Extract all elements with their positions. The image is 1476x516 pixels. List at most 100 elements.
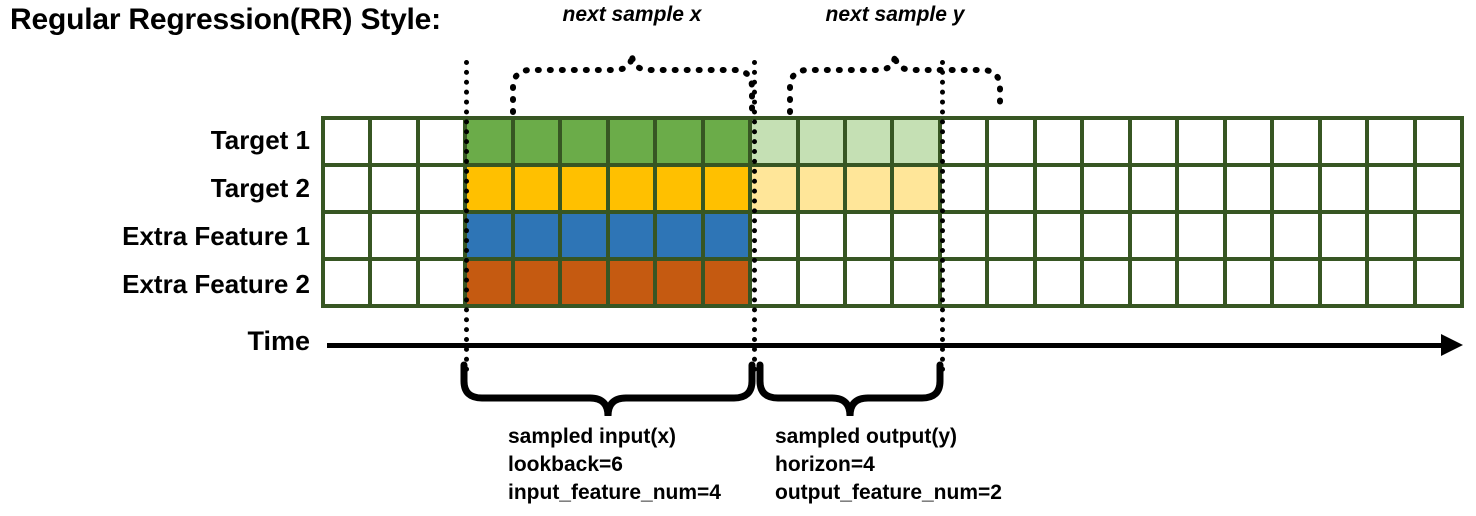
- grid-cell-r3-c2: [372, 214, 416, 257]
- grid-cell-r3-c11: [799, 214, 844, 257]
- row-label-extra-feature-1: Extra Feature 1: [122, 221, 310, 251]
- grid-cell-r4-c12: [847, 261, 891, 304]
- grid-cell-r3-c14: [941, 214, 986, 257]
- grid-cell-r4-c17: [1084, 261, 1128, 304]
- grid-cell-r4-c2: [372, 261, 416, 304]
- grid-cell-r3-c15: [989, 214, 1033, 257]
- grid-cell-r4-c9: [704, 261, 749, 304]
- row-label-target-1: Target 1: [210, 125, 310, 155]
- grid-cell-r3-c12: [847, 214, 891, 257]
- grid-cell-r4-c13: [894, 261, 938, 304]
- grid-cell-r1-c1: [325, 120, 369, 163]
- row-label-extra-feature-2: Extra Feature 2: [122, 269, 310, 299]
- grid-cell-r3-c17: [1084, 214, 1128, 257]
- grid-cell-r1-c22: [1321, 120, 1366, 163]
- grid-cell-r4-c10: [752, 261, 796, 304]
- grid-cell-r4-c24: [1416, 261, 1460, 304]
- annotation-next-sample-x: next sample x: [562, 3, 702, 26]
- sampled-input-lookback: lookback=6: [508, 452, 623, 476]
- annotation-sampled-input: sampled input(x) lookback=6 input_featur…: [508, 423, 721, 507]
- row-label-column: Target 1 Target 2 Extra Feature 1 Extra …: [0, 116, 310, 308]
- timeseries-grid: [321, 116, 1464, 308]
- grid-cell-r4-c3: [419, 261, 464, 304]
- sampled-output-horizon: horizon=4: [775, 452, 875, 476]
- grid-cell-r1-c16: [1036, 120, 1081, 163]
- grid-cell-r4-c18: [1131, 261, 1176, 304]
- sampled-input-title: sampled input(x): [508, 425, 677, 448]
- grid-cell-r1-c13: [894, 120, 938, 163]
- grid-cell-r1-c8: [657, 120, 701, 163]
- grid-cell-r2-c24: [1416, 167, 1460, 210]
- grid-cell-r3-c18: [1131, 214, 1176, 257]
- grid-cell-r1-c23: [1369, 120, 1413, 163]
- grid-cell-r1-c4: [467, 120, 511, 163]
- grid-cell-r2-c10: [752, 167, 796, 210]
- grid-cell-r1-c20: [1226, 120, 1271, 163]
- grid-cell-r1-c24: [1416, 120, 1460, 163]
- grid-cell-r3-c13: [894, 214, 938, 257]
- annotation-next-sample-y: next sample y: [825, 3, 965, 26]
- grid-cell-r1-c18: [1131, 120, 1176, 163]
- time-axis-label: Time: [247, 326, 310, 356]
- guide-line-input-end: [752, 60, 757, 372]
- grid-cell-r4-c8: [657, 261, 701, 304]
- grid-cell-r3-c10: [752, 214, 796, 257]
- grid-cell-r2-c1: [325, 167, 369, 210]
- grid-cell-r1-c7: [609, 120, 654, 163]
- grid-cell-r4-c20: [1226, 261, 1271, 304]
- grid-cell-r1-c2: [372, 120, 416, 163]
- grid-cell-r3-c1: [325, 214, 369, 257]
- grid-cell-r2-c11: [799, 167, 844, 210]
- grid-cell-r3-c23: [1369, 214, 1413, 257]
- grid-cell-r4-c21: [1274, 261, 1318, 304]
- row-label-target-2: Target 2: [210, 173, 310, 203]
- grid-cell-r3-c22: [1321, 214, 1366, 257]
- bottom-brace-sampled-input: [460, 361, 756, 417]
- grid-cell-r4-c1: [325, 261, 369, 304]
- grid-cell-r4-c19: [1179, 261, 1223, 304]
- grid-cell-r3-c21: [1274, 214, 1318, 257]
- grid-cell-r1-c3: [419, 120, 464, 163]
- grid-cell-r4-c7: [609, 261, 654, 304]
- sampled-output-feature-num: output_feature_num=2: [775, 480, 1002, 504]
- grid-cell-r1-c5: [514, 120, 559, 163]
- grid-cell-r3-c3: [419, 214, 464, 257]
- grid-cell-r1-c14: [941, 120, 986, 163]
- grid-cell-r2-c9: [704, 167, 749, 210]
- grid-cell-r3-c9: [704, 214, 749, 257]
- annotation-sampled-output: sampled output(y) horizon=4 output_featu…: [775, 423, 1002, 507]
- grid-cell-r2-c16: [1036, 167, 1081, 210]
- page-title: Regular Regression(RR) Style:: [10, 3, 441, 36]
- grid-cell-r2-c4: [467, 167, 511, 210]
- grid-cell-r1-c15: [989, 120, 1033, 163]
- grid-cell-r1-c10: [752, 120, 796, 163]
- grid-cell-r4-c16: [1036, 261, 1081, 304]
- grid-cell-r1-c11: [799, 120, 844, 163]
- grid-cell-r1-c21: [1274, 120, 1318, 163]
- grid-cell-r2-c21: [1274, 167, 1318, 210]
- sampled-input-feature-num: input_feature_num=4: [508, 480, 721, 504]
- grid-cell-r3-c24: [1416, 214, 1460, 257]
- grid-cell-r2-c19: [1179, 167, 1223, 210]
- grid-cell-r4-c4: [467, 261, 511, 304]
- grid-cell-r4-c5: [514, 261, 559, 304]
- grid-cell-r2-c17: [1084, 167, 1128, 210]
- grid-cell-r4-c6: [562, 261, 606, 304]
- bottom-brace-sampled-output: [756, 361, 944, 417]
- time-axis-arrow-icon: [1441, 334, 1463, 356]
- grid-cell-r2-c13: [894, 167, 938, 210]
- grid-cell-r2-c23: [1369, 167, 1413, 210]
- grid-cell-r3-c7: [609, 214, 654, 257]
- grid-cell-r3-c8: [657, 214, 701, 257]
- grid-cell-r2-c7: [609, 167, 654, 210]
- grid-cell-r4-c23: [1369, 261, 1413, 304]
- grid-cell-r1-c19: [1179, 120, 1223, 163]
- grid-cell-r3-c6: [562, 214, 606, 257]
- grid-cell-r2-c6: [562, 167, 606, 210]
- grid-cell-r2-c15: [989, 167, 1033, 210]
- grid-cell-r2-c2: [372, 167, 416, 210]
- grid-cell-r2-c14: [941, 167, 986, 210]
- grid-cell-r2-c5: [514, 167, 559, 210]
- grid-cell-r4-c11: [799, 261, 844, 304]
- grid-cell-r4-c22: [1321, 261, 1366, 304]
